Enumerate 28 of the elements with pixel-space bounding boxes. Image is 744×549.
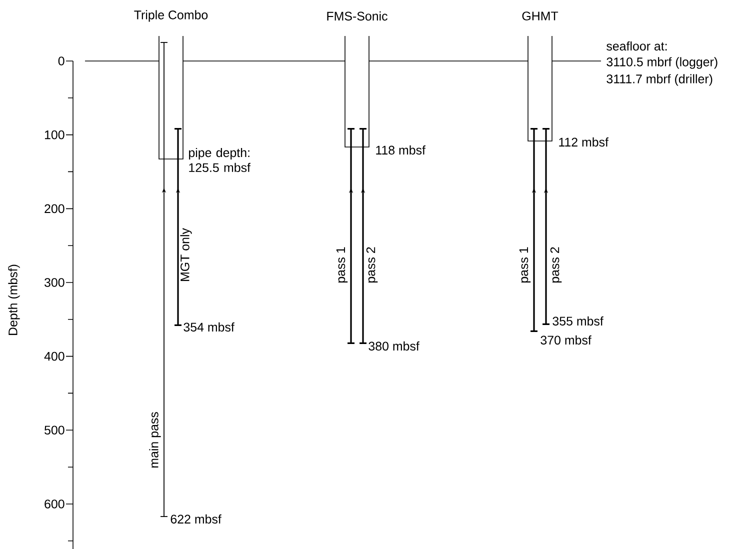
depth-note: 112 mbsf [559, 137, 608, 147]
seafloor-note: 3110.5 mbrf (logger) [606, 57, 718, 69]
pass-label: pass 1 [519, 247, 531, 283]
pass-label: pass 2 [366, 247, 378, 283]
seafloor-note: seafloor at: [606, 41, 667, 51]
tool-title: GHMT [522, 12, 558, 20]
depth-note: pipe depth: 125.5 mbsf [189, 148, 251, 172]
depth-note: 370 mbsf [540, 335, 592, 345]
pass-label: MGT only [180, 228, 192, 281]
tool-title: Triple Combo [134, 10, 208, 22]
tick-label: 200 [44, 204, 64, 214]
depth-note: 118 mbsf [376, 145, 426, 155]
tick-label: 600 [44, 500, 64, 508]
depth-note: 354 mbsf [184, 322, 234, 332]
tick-label: 100 [44, 130, 64, 140]
tick-label: 500 [44, 426, 64, 434]
pass-label: pass 2 [550, 247, 562, 283]
tick-label: 300 [44, 278, 64, 287]
tick-label: 400 [44, 352, 64, 361]
pass-label: main pass [149, 412, 161, 468]
tick-label: 0 [58, 56, 64, 66]
seafloor-note: 3111.7 mbrf (driller) [606, 74, 712, 86]
depth-note: 622 mbsf [170, 514, 222, 524]
depth-note: 380 mbsf [368, 341, 420, 351]
tool-title: FMS-Sonic [327, 11, 388, 21]
depth-note: 355 mbsf [552, 316, 604, 326]
pass-label: pass 1 [336, 247, 348, 283]
axis-title: Depth (mbsf) [8, 264, 20, 335]
